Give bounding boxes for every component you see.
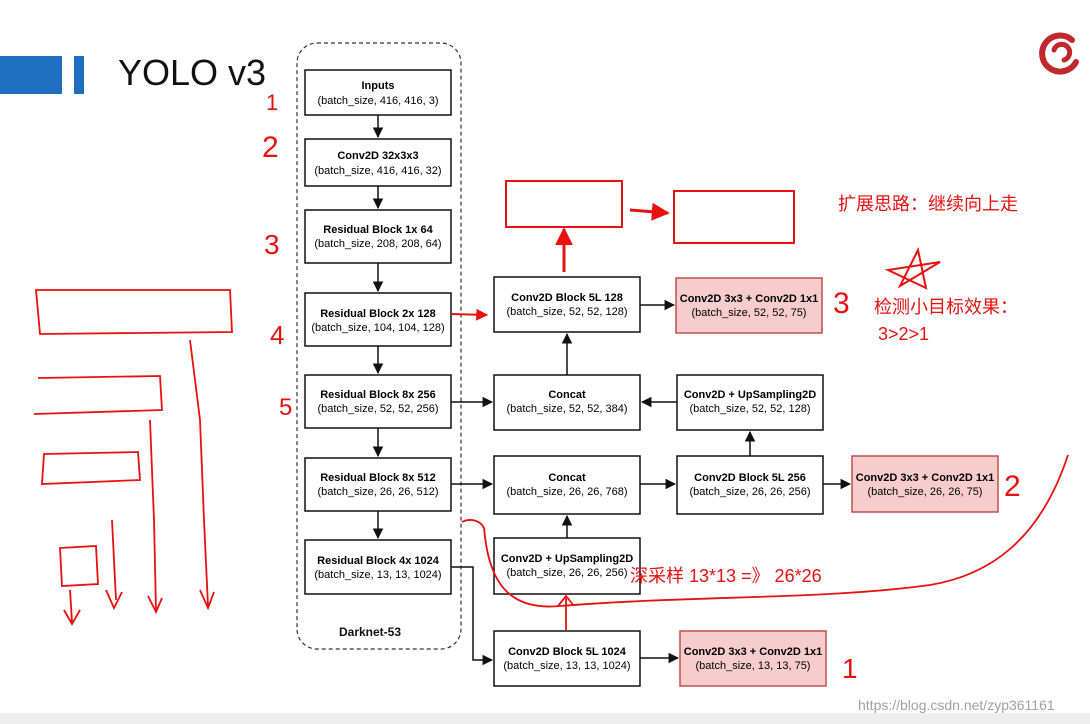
block-shape: (batch_size, 52, 52, 384)	[506, 403, 627, 415]
block-title: Conv2D 3x3 + Conv2D 1x1	[856, 472, 994, 484]
block-shape: (batch_size, 26, 26, 256)	[506, 567, 627, 579]
block-shape: (batch_size, 26, 26, 512)	[317, 486, 438, 498]
neck-upsample-26: Conv2D + UpSampling2D (batch_size, 26, 2…	[493, 537, 641, 595]
title-accent-block	[0, 56, 62, 94]
backbone-block-res8-512: Residual Block 8x 512 (batch_size, 26, 2…	[304, 457, 452, 512]
block-title: Conv2D Block 5L 128	[511, 292, 623, 304]
slide-title: YOLO v3	[118, 52, 267, 93]
output-scale-52: Conv2D 3x3 + Conv2D 1x1 (batch_size, 52,…	[675, 277, 823, 334]
neck-concat-52: Concat (batch_size, 52, 52, 384)	[493, 374, 641, 431]
block-shape: (batch_size, 26, 26, 75)	[868, 486, 983, 498]
block-title: Concat	[548, 389, 586, 401]
block-title: Conv2D 32x3x3	[337, 150, 418, 162]
block-title: Residual Block 4x 1024	[317, 555, 440, 567]
neck-conv5l-128: Conv2D Block 5L 128 (batch_size, 52, 52,…	[493, 276, 641, 333]
block-title: Conv2D + UpSampling2D	[684, 389, 816, 401]
neck-conv5l-256: Conv2D Block 5L 256 (batch_size, 26, 26,…	[676, 455, 824, 515]
block-title: Conv2D Block 5L 1024	[508, 646, 627, 658]
small-object-order: 3>2>1	[878, 324, 929, 344]
block-title: Residual Block 8x 512	[320, 472, 436, 484]
backbone-block-res2: Residual Block 2x 128 (batch_size, 104, …	[304, 292, 452, 347]
darknet-container	[296, 42, 462, 650]
star-scribble-icon	[884, 246, 941, 290]
block-title: Inputs	[362, 80, 395, 92]
expand-idea-note: 扩展思路：继续向上走	[838, 194, 1018, 214]
backbone-block-res4-1024: Residual Block 4x 1024 (batch_size, 13, …	[304, 539, 452, 595]
left-number-3: 3	[264, 229, 280, 260]
brand-logo-icon	[1039, 32, 1079, 75]
output-scale-26: Conv2D 3x3 + Conv2D 1x1 (batch_size, 26,…	[851, 455, 999, 513]
block-shape: (batch_size, 52, 52, 128)	[689, 403, 810, 415]
backbone-block-res8-256: Residual Block 8x 256 (batch_size, 52, 5…	[304, 374, 452, 429]
block-title: Conv2D 3x3 + Conv2D 1x1	[680, 293, 818, 305]
block-title: Conv2D Block 5L 256	[694, 472, 806, 484]
block-shape: (batch_size, 208, 208, 64)	[314, 238, 441, 250]
block-shape: (batch_size, 52, 52, 75)	[692, 307, 807, 319]
block-title: Concat	[548, 472, 586, 484]
scale-number-1: 1	[842, 653, 858, 684]
block-shape: (batch_size, 52, 52, 256)	[317, 403, 438, 415]
block-shape: (batch_size, 104, 104, 128)	[311, 322, 444, 334]
block-shape: (batch_size, 13, 13, 1024)	[314, 569, 441, 581]
upsample-note: 深采样 13*13 =》 26*26	[630, 566, 822, 586]
handwritten-numbers: 3 2 1 1 2 3 4 5	[262, 90, 1021, 684]
title-accent-bar	[74, 56, 84, 94]
neck-upsample-52: Conv2D + UpSampling2D (batch_size, 52, 5…	[676, 374, 824, 431]
block-title: Residual Block 1x 64	[323, 224, 433, 236]
block-shape: (batch_size, 26, 26, 256)	[689, 486, 810, 498]
block-title: Residual Block 8x 256	[320, 389, 436, 401]
darknet-label: Darknet-53	[339, 625, 401, 639]
block-shape: (batch_size, 416, 416, 3)	[317, 95, 438, 107]
neck-arrows	[451, 299, 852, 666]
bottom-bar	[0, 713, 1090, 724]
left-number-1: 1	[266, 90, 278, 115]
block-title: Conv2D + UpSampling2D	[501, 553, 633, 565]
left-scribble-drawing	[33, 289, 233, 626]
upsample-annotation-stroke	[461, 454, 1069, 630]
scale-number-3: 3	[833, 287, 850, 320]
block-shape: (batch_size, 416, 416, 32)	[314, 165, 441, 177]
block-shape: (batch_size, 26, 26, 768)	[506, 486, 627, 498]
output-scale-13: Conv2D 3x3 + Conv2D 1x1 (batch_size, 13,…	[679, 630, 827, 687]
red-extension-annotation	[450, 180, 795, 321]
block-title: Residual Block 2x 128	[320, 308, 436, 320]
backbone-block-res1: Residual Block 1x 64 (batch_size, 208, 2…	[304, 209, 452, 264]
backbone-block-conv32: Conv2D 32x3x3 (batch_size, 416, 416, 32)	[304, 138, 452, 187]
watermark: https://blog.csdn.net/zyp361161	[858, 697, 1055, 713]
left-number-5: 5	[279, 394, 292, 421]
block-shape: (batch_size, 13, 13, 75)	[696, 660, 811, 672]
left-number-2: 2	[262, 131, 279, 164]
left-number-4: 4	[270, 320, 284, 350]
block-shape: (batch_size, 13, 13, 1024)	[503, 660, 630, 672]
small-object-note: 检测小目标效果：	[874, 297, 1018, 317]
neck-concat-26: Concat (batch_size, 26, 26, 768)	[493, 455, 641, 515]
scale-number-2: 2	[1004, 470, 1021, 503]
backbone-block-inputs: Inputs (batch_size, 416, 416, 3)	[304, 69, 452, 116]
block-title: Conv2D 3x3 + Conv2D 1x1	[684, 646, 822, 658]
block-shape: (batch_size, 52, 52, 128)	[506, 306, 627, 318]
neck-conv5l-1024: Conv2D Block 5L 1024 (batch_size, 13, 13…	[493, 630, 641, 687]
